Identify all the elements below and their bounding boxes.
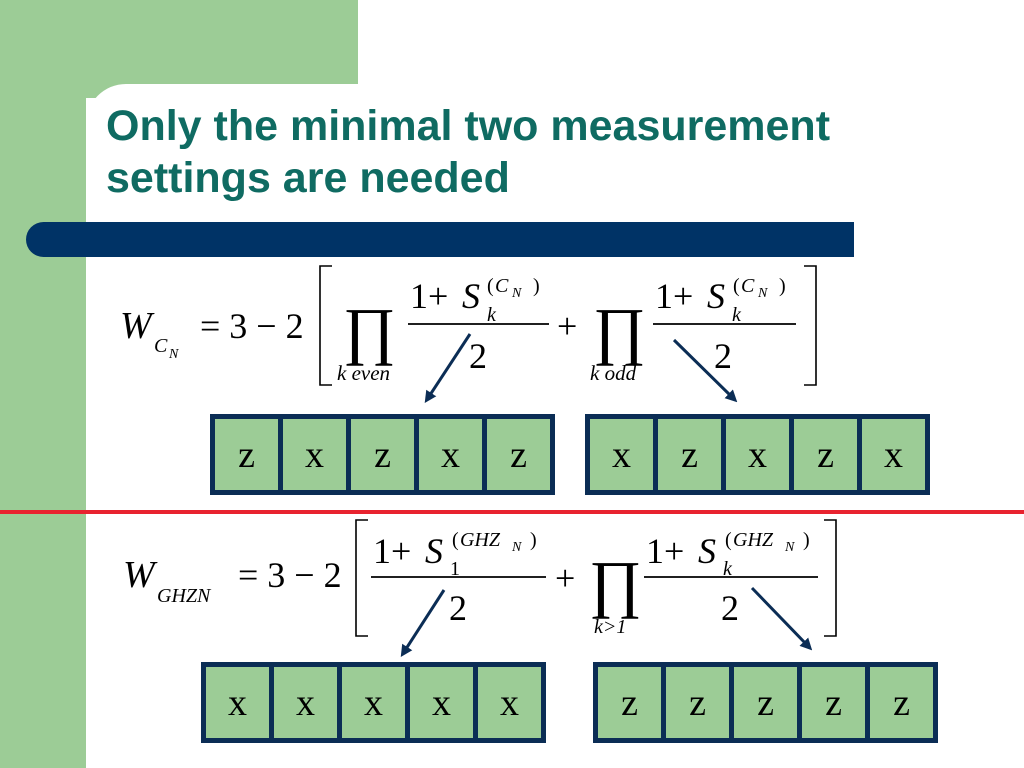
cn-odd-measurement-row: x z x z x: [585, 414, 930, 495]
ghz-product-symbol: ∏: [589, 548, 642, 619]
ghz-denominator-2: 2: [721, 588, 739, 628]
cn-denominator-2: 2: [714, 336, 732, 376]
cn-sup-n-2: N: [757, 286, 768, 301]
measurement-box: z: [487, 419, 550, 490]
cn-arrow-even: [424, 333, 472, 404]
measurement-box: z: [870, 667, 933, 738]
ghz-sup-open-2: (: [725, 529, 732, 551]
cn-denominator-1: 2: [469, 336, 487, 376]
measurement-box: x: [410, 667, 473, 738]
ghz-product-limit: k>1: [594, 616, 626, 638]
ghz-arrow-rest: [750, 586, 813, 651]
cn-lhs-w: W: [120, 305, 155, 347]
cn-s-1: S: [462, 276, 480, 316]
formula-cn: W C N = 3 − 2 ∏ k even 1+ S k ( C N ) 2 …: [120, 265, 817, 404]
measurement-box: x: [862, 419, 925, 490]
ghz-sup-close-1: ): [530, 529, 537, 551]
cn-sup-c-1: C: [495, 275, 509, 297]
ghz-plus: +: [555, 558, 575, 598]
cn-sup-open-2: (: [733, 275, 740, 297]
ghz-right-bracket: [824, 519, 837, 637]
cn-sub-k-2: k: [732, 304, 742, 326]
cn-even-measurement-row: z x z x z: [210, 414, 555, 495]
ghz-lhs-sub: GHZN: [157, 585, 212, 607]
section-divider: [0, 510, 1024, 514]
cn-numerator-one-plus-1: 1+: [410, 276, 448, 316]
measurement-box: x: [274, 667, 337, 738]
measurement-box: x: [726, 419, 789, 490]
cn-equals-3-minus-2: = 3 − 2: [200, 306, 304, 346]
measurement-box: x: [206, 667, 269, 738]
measurement-box: z: [666, 667, 729, 738]
ghz-sup-ghz-2: GHZ: [733, 529, 774, 551]
cn-lhs-sub-n: N: [168, 347, 179, 362]
ghz-arrow-first: [400, 589, 446, 658]
cn-s-2: S: [707, 276, 725, 316]
cn-lhs-sub-c: C: [154, 335, 168, 357]
ghz-sup-n-1: N: [511, 540, 522, 555]
title-line-1: Only the minimal two measurement: [106, 102, 831, 150]
ghz-rest-measurement-row: z z z z z: [593, 662, 938, 743]
ghz-s-2: S: [698, 531, 716, 571]
cn-left-bracket: [319, 265, 332, 386]
cn-right-bracket: [804, 265, 817, 386]
cn-sup-open-1: (: [487, 275, 494, 297]
cn-sup-n-1: N: [511, 286, 522, 301]
measurement-box: z: [658, 419, 721, 490]
measurement-box: z: [794, 419, 857, 490]
ghz-sup-close-2: ): [803, 529, 810, 551]
cn-numerator-one-plus-2: 1+: [655, 276, 693, 316]
ghz-denominator-1: 2: [449, 588, 467, 628]
cn-sup-close-1: ): [533, 275, 540, 297]
measurement-box: z: [802, 667, 865, 738]
measurement-box: x: [283, 419, 346, 490]
ghz-lhs-w: W: [123, 554, 158, 596]
cn-plus: +: [557, 306, 577, 346]
measurement-box: x: [342, 667, 405, 738]
cn-product-limit-odd: k odd: [590, 361, 637, 385]
ghz-sub-k: k: [723, 558, 733, 580]
title-line-2: settings are needed: [106, 154, 510, 202]
ghz-numerator-one-plus-1: 1+: [373, 531, 411, 571]
ghz-s-1: S: [425, 531, 443, 571]
cn-product-symbol-2: ∏: [593, 295, 646, 366]
ghz-sup-n-2: N: [784, 540, 795, 555]
top-green-panel: [86, 0, 358, 98]
ghz-left-bracket: [355, 519, 368, 637]
measurement-box: z: [598, 667, 661, 738]
formula-ghz: W GHZN = 3 − 2 1+ S 1 ( GHZ N ) 2 + ∏ k>…: [123, 519, 837, 658]
sidebar-green-panel: [0, 0, 86, 768]
measurement-box: z: [351, 419, 414, 490]
cn-sup-close-2: ): [779, 275, 786, 297]
cn-sup-c-2: C: [741, 275, 755, 297]
ghz-sup-open-1: (: [452, 529, 459, 551]
ghz-first-measurement-row: x x x x x: [201, 662, 546, 743]
measurement-box: x: [478, 667, 541, 738]
measurement-box: x: [590, 419, 653, 490]
ghz-numerator-one-plus-2: 1+: [646, 531, 684, 571]
measurement-box: x: [419, 419, 482, 490]
ghz-sub-1: 1: [450, 558, 460, 580]
ghz-equals-3-minus-2: = 3 − 2: [238, 555, 342, 595]
measurement-box: z: [734, 667, 797, 738]
cn-sub-k-1: k: [487, 304, 497, 326]
ghz-sup-ghz-1: GHZ: [460, 529, 501, 551]
cn-product-limit-even: k even: [337, 361, 390, 385]
title-underline-bar: [26, 222, 854, 257]
slide-title: Only the minimal two measurement setting…: [106, 100, 1006, 204]
cn-arrow-odd: [672, 338, 738, 403]
measurement-box: z: [215, 419, 278, 490]
cn-product-symbol-1: ∏: [343, 295, 396, 366]
